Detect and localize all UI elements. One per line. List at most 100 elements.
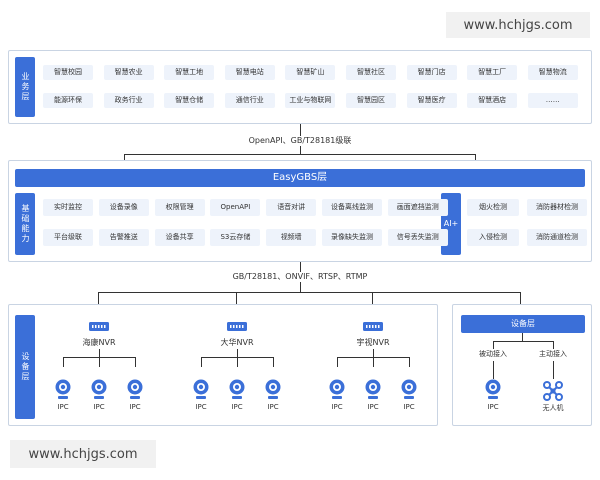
access-connector-left: [493, 341, 494, 349]
connector-mid-horizontal: [98, 292, 520, 293]
watermark-text: www.hchjgs.com: [28, 446, 138, 462]
device-access-title-bar: 设备层: [461, 315, 585, 333]
camera-connector: [373, 357, 374, 367]
connector-top-vertical-2: [300, 146, 301, 154]
connector-mid-vertical-2: [300, 282, 301, 292]
ai-capability-chip: 消防器材检测: [527, 199, 587, 216]
passive-connector: [493, 361, 494, 379]
nvr-connector-down: [99, 349, 100, 357]
capability-chip: 设备离线监测: [322, 199, 382, 216]
capability-chip: 信号丢失监测: [387, 229, 448, 246]
ai-capability-chip: 入侵检测: [467, 229, 519, 246]
ipc-label: IPC: [129, 403, 141, 411]
passive-access-label: 被动接入: [479, 350, 507, 358]
ipc-camera-icon: [127, 379, 143, 399]
capability-chip: 设备共享: [154, 229, 205, 246]
drone-label: 无人机: [542, 404, 564, 412]
capability-chip: 画面遮挡监测: [387, 199, 448, 216]
capability-chip: 设备录像: [98, 199, 149, 216]
ipc-camera-icon: [329, 379, 345, 399]
watermark-bottom: www.hchjgs.com: [10, 440, 156, 468]
capability-chip: 权限管理: [154, 199, 205, 216]
business-chip: 智慧园区: [346, 93, 396, 108]
business-chip: 智慧校园: [43, 65, 93, 80]
access-connector-down: [522, 333, 523, 341]
capability-chip: 实时监控: [43, 199, 93, 216]
capability-chip: OpenAPI: [210, 199, 261, 216]
nvr-icon: [227, 322, 247, 331]
capability-chip: 视频墙: [266, 229, 317, 246]
link-mid-label: GB/T28181、ONVIF、RTSP、RTMP: [232, 272, 368, 281]
ipc-label: IPC: [367, 403, 379, 411]
camera-connector: [63, 357, 64, 367]
connector-mid-vertical: [300, 262, 301, 272]
ipc-label: IPC: [195, 403, 207, 411]
ipc-label: IPC: [93, 403, 105, 411]
business-chip: 智慧农业: [103, 65, 154, 80]
nvr-icon: [89, 322, 109, 331]
ipc-label: IPC: [267, 403, 279, 411]
active-connector: [553, 361, 554, 379]
nvr-label: 海康NVR: [82, 338, 116, 347]
ai-capability-chip: 烟火检测: [467, 199, 519, 216]
device-access-panel: 设备层 被动接入 主动接入 IPC 无人机: [452, 304, 592, 426]
watermark-text: www.hchjgs.com: [463, 17, 573, 33]
business-chip: 智慧医疗: [406, 93, 457, 108]
business-chip: 智慧物流: [527, 65, 578, 80]
watermark-top: www.hchjgs.com: [446, 12, 590, 38]
active-access-label: 主动接入: [539, 350, 567, 358]
business-chip: 智慧矿山: [285, 65, 336, 80]
ipc-label: IPC: [57, 403, 69, 411]
ipc-camera-icon: [229, 379, 245, 399]
access-connector-horizontal: [493, 341, 553, 342]
ipc-camera-icon: [91, 379, 107, 399]
capability-chip: 录像缺失监测: [322, 229, 382, 246]
ipc-camera-icon: [401, 379, 417, 399]
nvr-label: 大华NVR: [220, 338, 254, 347]
business-chip: 智慧社区: [346, 65, 396, 80]
business-layer-panel: 业务层 智慧校园智慧农业智慧工地智慧电站智慧矿山智慧社区智慧门店智慧工厂智慧物流…: [8, 50, 592, 124]
connector-top-vertical: [300, 124, 301, 136]
business-chip: 通信行业: [224, 93, 275, 108]
business-chip: 智慧电站: [224, 65, 275, 80]
camera-connector: [409, 357, 410, 367]
camera-connector: [273, 357, 274, 367]
device-layer-label: 设备层: [15, 315, 35, 419]
nvr-connector-down: [373, 349, 374, 357]
business-layer-label: 业务层: [15, 57, 35, 117]
ipc-camera-icon: [193, 379, 209, 399]
connector-mid-drop-4: [520, 292, 521, 304]
ipc-label: IPC: [231, 403, 243, 411]
ipc-camera-icon: [365, 379, 381, 399]
link-top-label: OpenAPI、GB/T28181级联: [248, 136, 352, 145]
business-chip: 能源环保: [43, 93, 93, 108]
ipc-label: IPC: [331, 403, 343, 411]
nvr-label: 宇视NVR: [356, 338, 390, 347]
capability-chip: S3云存储: [210, 229, 261, 246]
easygbs-title-bar: EasyGBS层: [15, 169, 585, 187]
nvr-connector-down: [237, 349, 238, 357]
nvr-icon: [363, 322, 383, 331]
capability-label: 基础能力: [15, 193, 35, 255]
business-chip: 智慧门店: [406, 65, 457, 80]
business-chip: 智慧酒店: [467, 93, 518, 108]
business-chip: 工业与物联网: [285, 93, 336, 108]
capability-chip: 告警推送: [98, 229, 149, 246]
ai-capability-chip: 消防通道检测: [527, 229, 587, 246]
capability-chip: 语音对讲: [266, 199, 317, 216]
ipc-label: IPC: [487, 403, 499, 411]
camera-connector: [135, 357, 136, 367]
access-connector-right: [553, 341, 554, 349]
ipc-camera-icon: [265, 379, 281, 399]
capability-chip: 平台级联: [43, 229, 93, 246]
device-layer-panel: 设备层 海康NVR IPC IPC IPC 大华NVR IPC IPC IPC 宇视NVR IPC…: [8, 304, 438, 426]
drone-icon: [543, 381, 563, 401]
camera-connector: [99, 357, 100, 367]
business-chip: ……: [527, 93, 578, 108]
connector-top-horizontal: [124, 154, 476, 155]
camera-connector: [237, 357, 238, 367]
business-chip: 智慧仓储: [164, 93, 215, 108]
camera-connector: [337, 357, 338, 367]
ipc-camera-icon: [55, 379, 71, 399]
